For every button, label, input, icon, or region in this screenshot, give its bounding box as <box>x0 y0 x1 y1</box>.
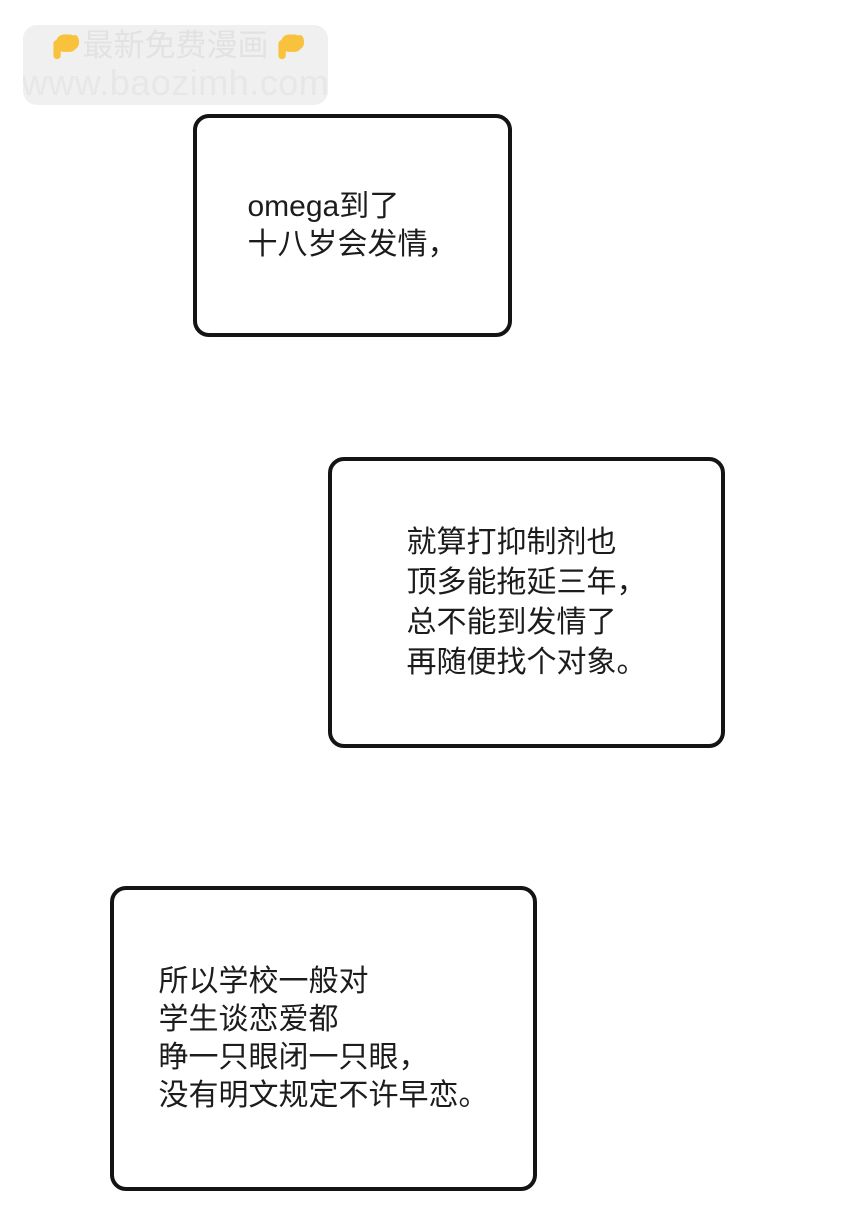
pointing-down-icon <box>272 29 305 62</box>
bubble-2-line-1: 就算打抑制剂也 <box>406 525 617 559</box>
bubble-1-line-1: omega到了 <box>247 189 400 223</box>
bubble-3-line-1: 所以学校一般对 <box>158 964 369 998</box>
speech-bubble-3-text: 所以学校一般对 学生谈恋爱都 睁一只眼闭一只眼， 没有明文规定不许早恋。 <box>159 963 489 1115</box>
watermark-url: www.baozimh.com <box>23 61 328 103</box>
bubble-1-line-2: 十八岁会发情， <box>247 227 458 261</box>
bubble-2-line-4: 再随便找个对象。 <box>406 645 647 679</box>
pointing-down-icon <box>47 29 80 62</box>
watermark-title: 最新免费漫画 <box>82 27 269 63</box>
bubble-2-line-3: 总不能到发情了 <box>406 605 617 639</box>
speech-bubble-2: 就算打抑制剂也 顶多能拖延三年， 总不能到发情了 再随便找个对象。 <box>328 457 725 748</box>
watermark-title-row: 最新免费漫画 <box>47 27 305 63</box>
bubble-2-line-2: 顶多能拖延三年， <box>406 565 647 599</box>
bubble-3-line-2: 学生谈恋爱都 <box>158 1002 339 1036</box>
bubble-3-line-3: 睁一只眼闭一只眼， <box>158 1040 429 1074</box>
speech-bubble-3: 所以学校一般对 学生谈恋爱都 睁一只眼闭一只眼， 没有明文规定不许早恋。 <box>110 886 537 1191</box>
speech-bubble-1: omega到了 十八岁会发情， <box>193 114 512 337</box>
watermark-badge: 最新免费漫画 www.baozimh.com <box>23 25 328 105</box>
speech-bubble-2-text: 就算打抑制剂也 顶多能拖延三年， 总不能到发情了 再随便找个对象。 <box>407 523 647 683</box>
bubble-3-line-4: 没有明文规定不许早恋。 <box>158 1078 489 1112</box>
speech-bubble-1-text: omega到了 十八岁会发情， <box>248 188 458 264</box>
